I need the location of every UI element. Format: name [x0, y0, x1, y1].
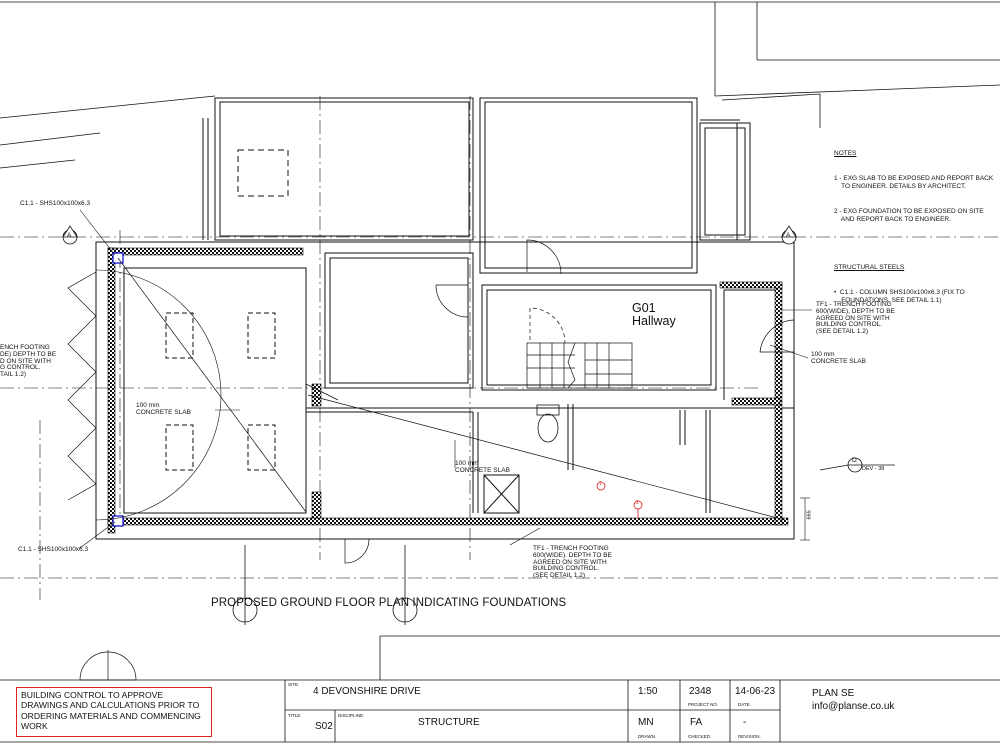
drawn-value: MN	[638, 717, 654, 728]
building-control-warning: BUILDING CONTROL TO APPROVE DRAWINGS AND…	[16, 687, 212, 737]
company-name: PLAN SE	[812, 688, 855, 699]
title-block-grid	[0, 680, 1000, 743]
elevation-tag: DEV - 38	[862, 466, 885, 472]
elevation-marker-right	[392, 545, 418, 625]
column-label-top: C1.1 - SHS100x100x6.3	[20, 200, 91, 207]
elevation-marker-left	[232, 545, 258, 625]
dimension-665-label: 665	[806, 510, 813, 520]
date-label: DATE.	[738, 702, 751, 707]
slab-label-left: 100 mm CONCRETE SLAB	[136, 402, 191, 416]
discipline-label: DISCIPLINE:	[338, 713, 365, 718]
marker-1-label: 1	[599, 481, 602, 487]
note-2: 2 - EXG FOUNDATION TO BE EXPOSED ON SITE…	[834, 207, 984, 224]
section-label-d: D	[852, 457, 857, 464]
rear-extension-walls	[202, 97, 751, 274]
diagonal-bracing-lines	[117, 257, 786, 521]
site-label: SITE:	[288, 682, 300, 687]
revision-label: REVISION.	[738, 734, 761, 739]
project-no-value: 2348	[689, 686, 712, 697]
checked-value: FA	[690, 717, 703, 728]
checked-label: CHECKED.	[688, 734, 712, 739]
door-swings	[67, 239, 795, 681]
page-border	[0, 1, 1000, 61]
drawing-title: PROPOSED GROUND FLOOR PLAN INDICATING FO…	[211, 597, 567, 609]
notes-heading: NOTES	[834, 150, 857, 158]
title-value: S02	[315, 721, 333, 732]
steel-1: • C1.1 - COLUMN SHS100x100x6.3 (FIX TO F…	[834, 288, 965, 304]
note-1: 1 - EXG SLAB TO BE EXPOSED AND REPORT BA…	[834, 175, 994, 191]
trench-label-right: TF1 - TRENCH FOOTING 600(WIDE), DEPTH TO…	[816, 301, 895, 336]
slab-label-mid: 100 mm CONCRETE SLAB	[455, 460, 510, 474]
scale-value: 1:50	[638, 686, 658, 697]
front-boundary	[0, 635, 1000, 681]
section-marker-a-right	[781, 225, 797, 245]
trench-label-bottom: TF1 - TRENCH FOOTING 600(WIDE). DEPTH TO…	[533, 545, 612, 580]
dimension-665	[800, 497, 810, 541]
room-name: Hallway	[632, 314, 676, 328]
section-label-a-left: A	[67, 232, 72, 239]
section-marker-a-left	[62, 225, 78, 245]
site-value: 4 DEVONSHIRE DRIVE	[313, 686, 421, 697]
section-label-a-right: A	[786, 232, 791, 239]
main-floor-walls	[95, 241, 795, 540]
revision-markers	[596, 481, 643, 518]
revision-value: -	[743, 717, 747, 728]
trench-label-left: ENCH FOOTING DE) DEPTH TO BE D ON SITE W…	[0, 344, 57, 379]
strip-foundations	[107, 247, 789, 534]
notes-panel: NOTES 1 - EXG SLAB TO BE EXPOSED AND REP…	[834, 134, 993, 313]
project-no-label: PROJECT NO.	[688, 702, 719, 707]
date-value: 14-06-23	[735, 686, 776, 697]
wc	[536, 404, 560, 443]
section-marker-d	[819, 457, 895, 473]
column-label-bottom: C1.1 - SHS100x100x6.3	[18, 546, 89, 553]
drawn-label: DRAWN.	[638, 734, 657, 739]
leader-lines	[79, 209, 812, 549]
steels-heading: STRUCTURAL STEELS	[834, 264, 905, 272]
company-email: info@planse.co.uk	[812, 701, 895, 712]
discipline-value: STRUCTURE	[418, 717, 480, 728]
marker-2-label: 2	[636, 500, 639, 506]
existing-neighbour-outline	[0, 2, 1000, 169]
slab-label-right: 100 mm CONCRETE SLAB	[811, 351, 866, 365]
staircase	[526, 307, 633, 389]
title-label: TITLE:	[288, 713, 302, 718]
room-code: G01	[632, 301, 656, 315]
